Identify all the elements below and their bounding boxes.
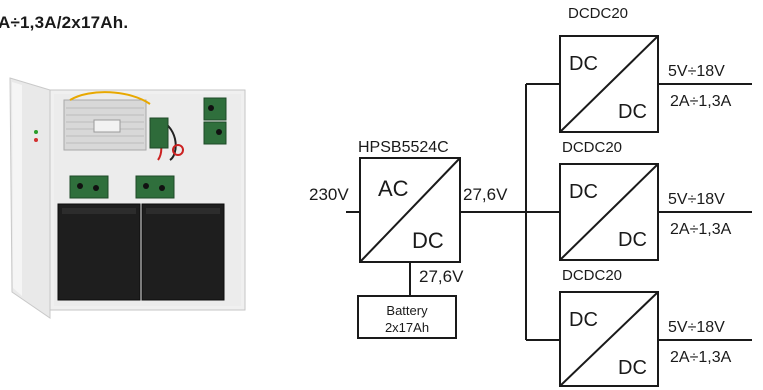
battery-label-line2: 2x17Ah — [385, 320, 429, 335]
dcdc-board-left — [69, 175, 109, 199]
dcdc-board-top-right — [203, 97, 227, 145]
psu-diagonal — [359, 157, 461, 263]
battery-label-line1: Battery — [386, 303, 428, 318]
input-voltage-label: 230V — [309, 185, 349, 204]
dcdc-1-current: 2A÷1,3A — [670, 93, 732, 110]
led-green-icon — [34, 130, 38, 134]
dcdc-1-name: DCDC20 — [568, 5, 628, 22]
led-red-icon — [34, 138, 38, 142]
dcdc-3-in-label: DC — [569, 309, 598, 331]
dcdc-board-middle — [135, 175, 175, 199]
dcdc-3-current: 2A÷1,3A — [670, 349, 732, 366]
battery-box — [357, 295, 457, 339]
dcdc-2-current: 2A÷1,3A — [670, 221, 732, 238]
bus-voltage-label: 27,6V — [463, 185, 508, 204]
psu-in-label: AC — [378, 176, 409, 201]
psu-name-label: HPSB5524C — [358, 139, 449, 156]
battery-left — [57, 203, 141, 301]
dcdc-3-name: DCDC20 — [562, 267, 622, 284]
dcdc-2-voltage: 5V÷18V — [668, 191, 725, 208]
battery-voltage-label: 27,6V — [419, 267, 464, 286]
battery-right — [141, 203, 225, 301]
dcdc-1-in-label: DC — [569, 53, 598, 75]
dcdc-1-out-label: DC — [618, 101, 647, 123]
dcdc-2-out-label: DC — [618, 229, 647, 251]
dcdc-1-voltage: 5V÷18V — [668, 63, 725, 80]
dcdc-2-name: DCDC20 — [562, 139, 622, 156]
dcdc-2-in-label: DC — [569, 181, 598, 203]
dcdc-3-voltage: 5V÷18V — [668, 319, 725, 336]
dcdc-3-out-label: DC — [618, 357, 647, 379]
page-heading: A÷1,3A/2x17Ah. — [0, 13, 129, 32]
psu-out-label: DC — [412, 228, 444, 253]
power-supply-enclosure-photo — [9, 77, 246, 319]
